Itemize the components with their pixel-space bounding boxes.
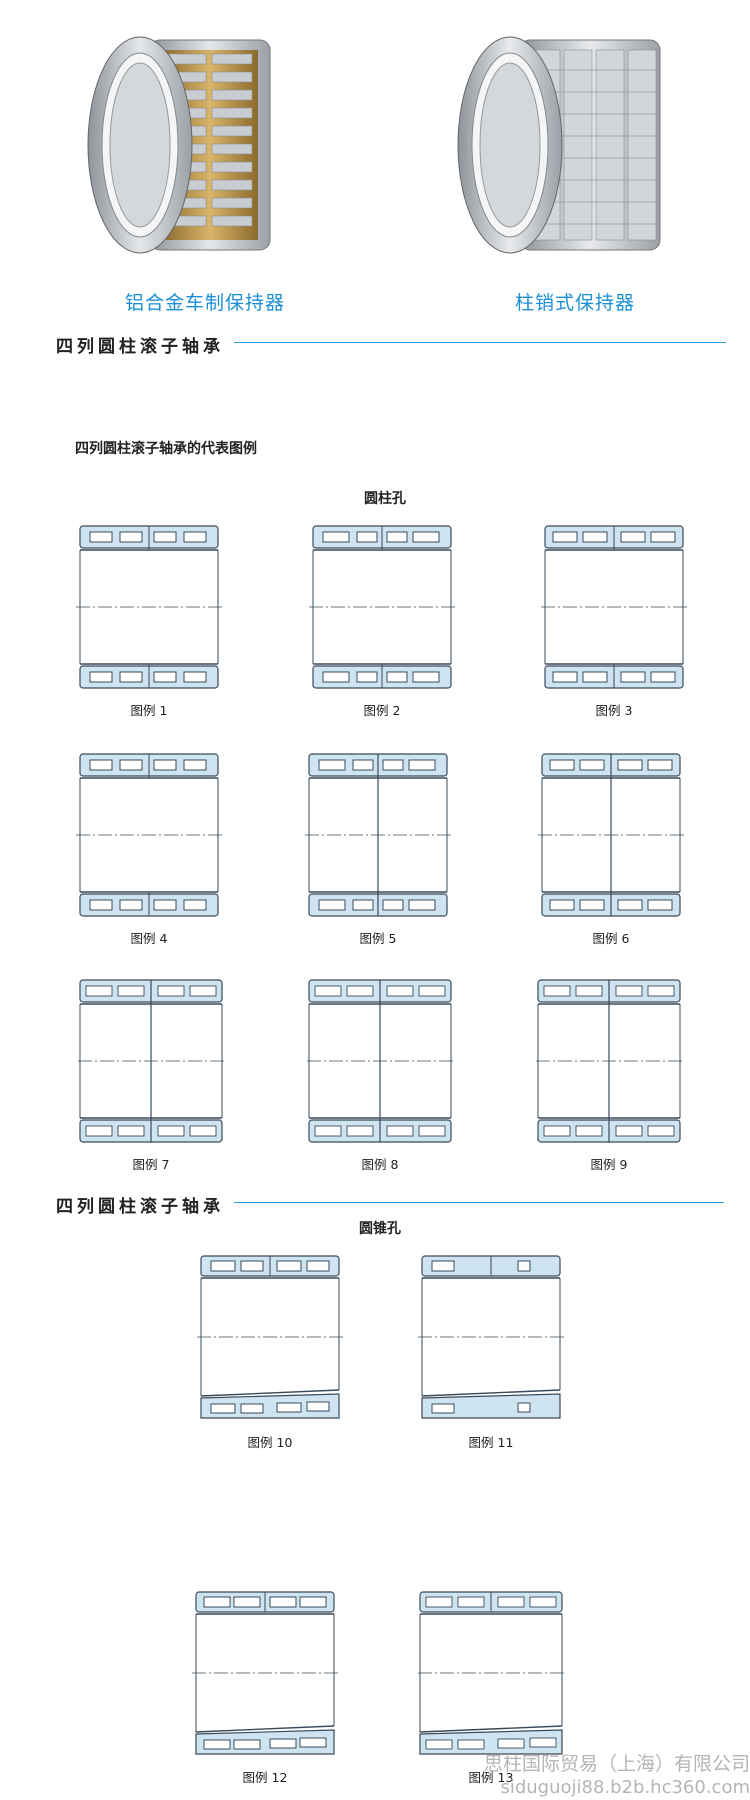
group-label-tapered-bore: 圆锥孔 — [359, 1221, 401, 1237]
figure-label: 图例 12 — [242, 1770, 288, 1785]
section-title: 四列圆柱滚子轴承 — [56, 337, 224, 357]
bearing-diagram-10 — [197, 1254, 343, 1420]
figure-label: 图例 8 — [361, 1157, 399, 1172]
section-divider — [234, 342, 726, 343]
bearing-diagram-2 — [309, 524, 455, 690]
bearing-diagram-11 — [418, 1254, 564, 1420]
figure-label: 图例 5 — [359, 931, 397, 946]
bearing-photo-aluminum-cage — [80, 20, 290, 270]
bearing-aluminum-cage-illustration — [87, 36, 271, 254]
bearing-diagram-5 — [305, 752, 451, 918]
watermark-company: 思柱国际贸易（上海）有限公司 — [483, 1753, 750, 1775]
bearing-diagram-8 — [307, 978, 453, 1144]
product-caption-aluminum-cage: 铝合金车制保持器 — [124, 292, 285, 314]
bearing-diagram-3 — [541, 524, 687, 690]
figure-label: 图例 11 — [468, 1435, 514, 1450]
representative-examples-title: 四列圆柱滚子轴承的代表图例 — [75, 441, 257, 457]
figure-label: 图例 7 — [132, 1157, 170, 1172]
bearing-diagram-4 — [76, 752, 222, 918]
section-divider — [234, 1202, 724, 1203]
bearing-diagram-7 — [78, 978, 224, 1144]
bearing-pin-cage-illustration — [457, 36, 661, 254]
figure-label: 图例 6 — [592, 931, 630, 946]
bearing-diagram-1 — [76, 524, 222, 690]
bearing-diagram-9 — [536, 978, 682, 1144]
figure-label: 图例 3 — [595, 703, 633, 718]
figure-label: 图例 13 — [468, 1770, 514, 1785]
section-title: 四列圆柱滚子轴承 — [56, 1197, 224, 1217]
watermark: 思柱国际贸易（上海）有限公司 siduguoji88.b2b.hc360.com — [408, 1752, 750, 1800]
figure-label: 图例 10 — [247, 1435, 293, 1450]
bearing-diagram-13 — [418, 1590, 564, 1756]
product-caption-pin-cage: 柱销式保持器 — [514, 292, 635, 314]
figure-label: 图例 2 — [363, 703, 401, 718]
watermark-url: siduguoji88.b2b.hc360.com — [500, 1777, 750, 1798]
bearing-diagram-6 — [538, 752, 684, 918]
bearing-diagram-12 — [192, 1590, 338, 1756]
figure-label: 图例 9 — [590, 1157, 628, 1172]
figure-label: 图例 1 — [130, 703, 168, 718]
group-label-cylindrical-bore: 圆柱孔 — [364, 491, 406, 507]
bearing-photo-pin-cage — [450, 20, 680, 270]
figure-label: 图例 4 — [130, 931, 168, 946]
